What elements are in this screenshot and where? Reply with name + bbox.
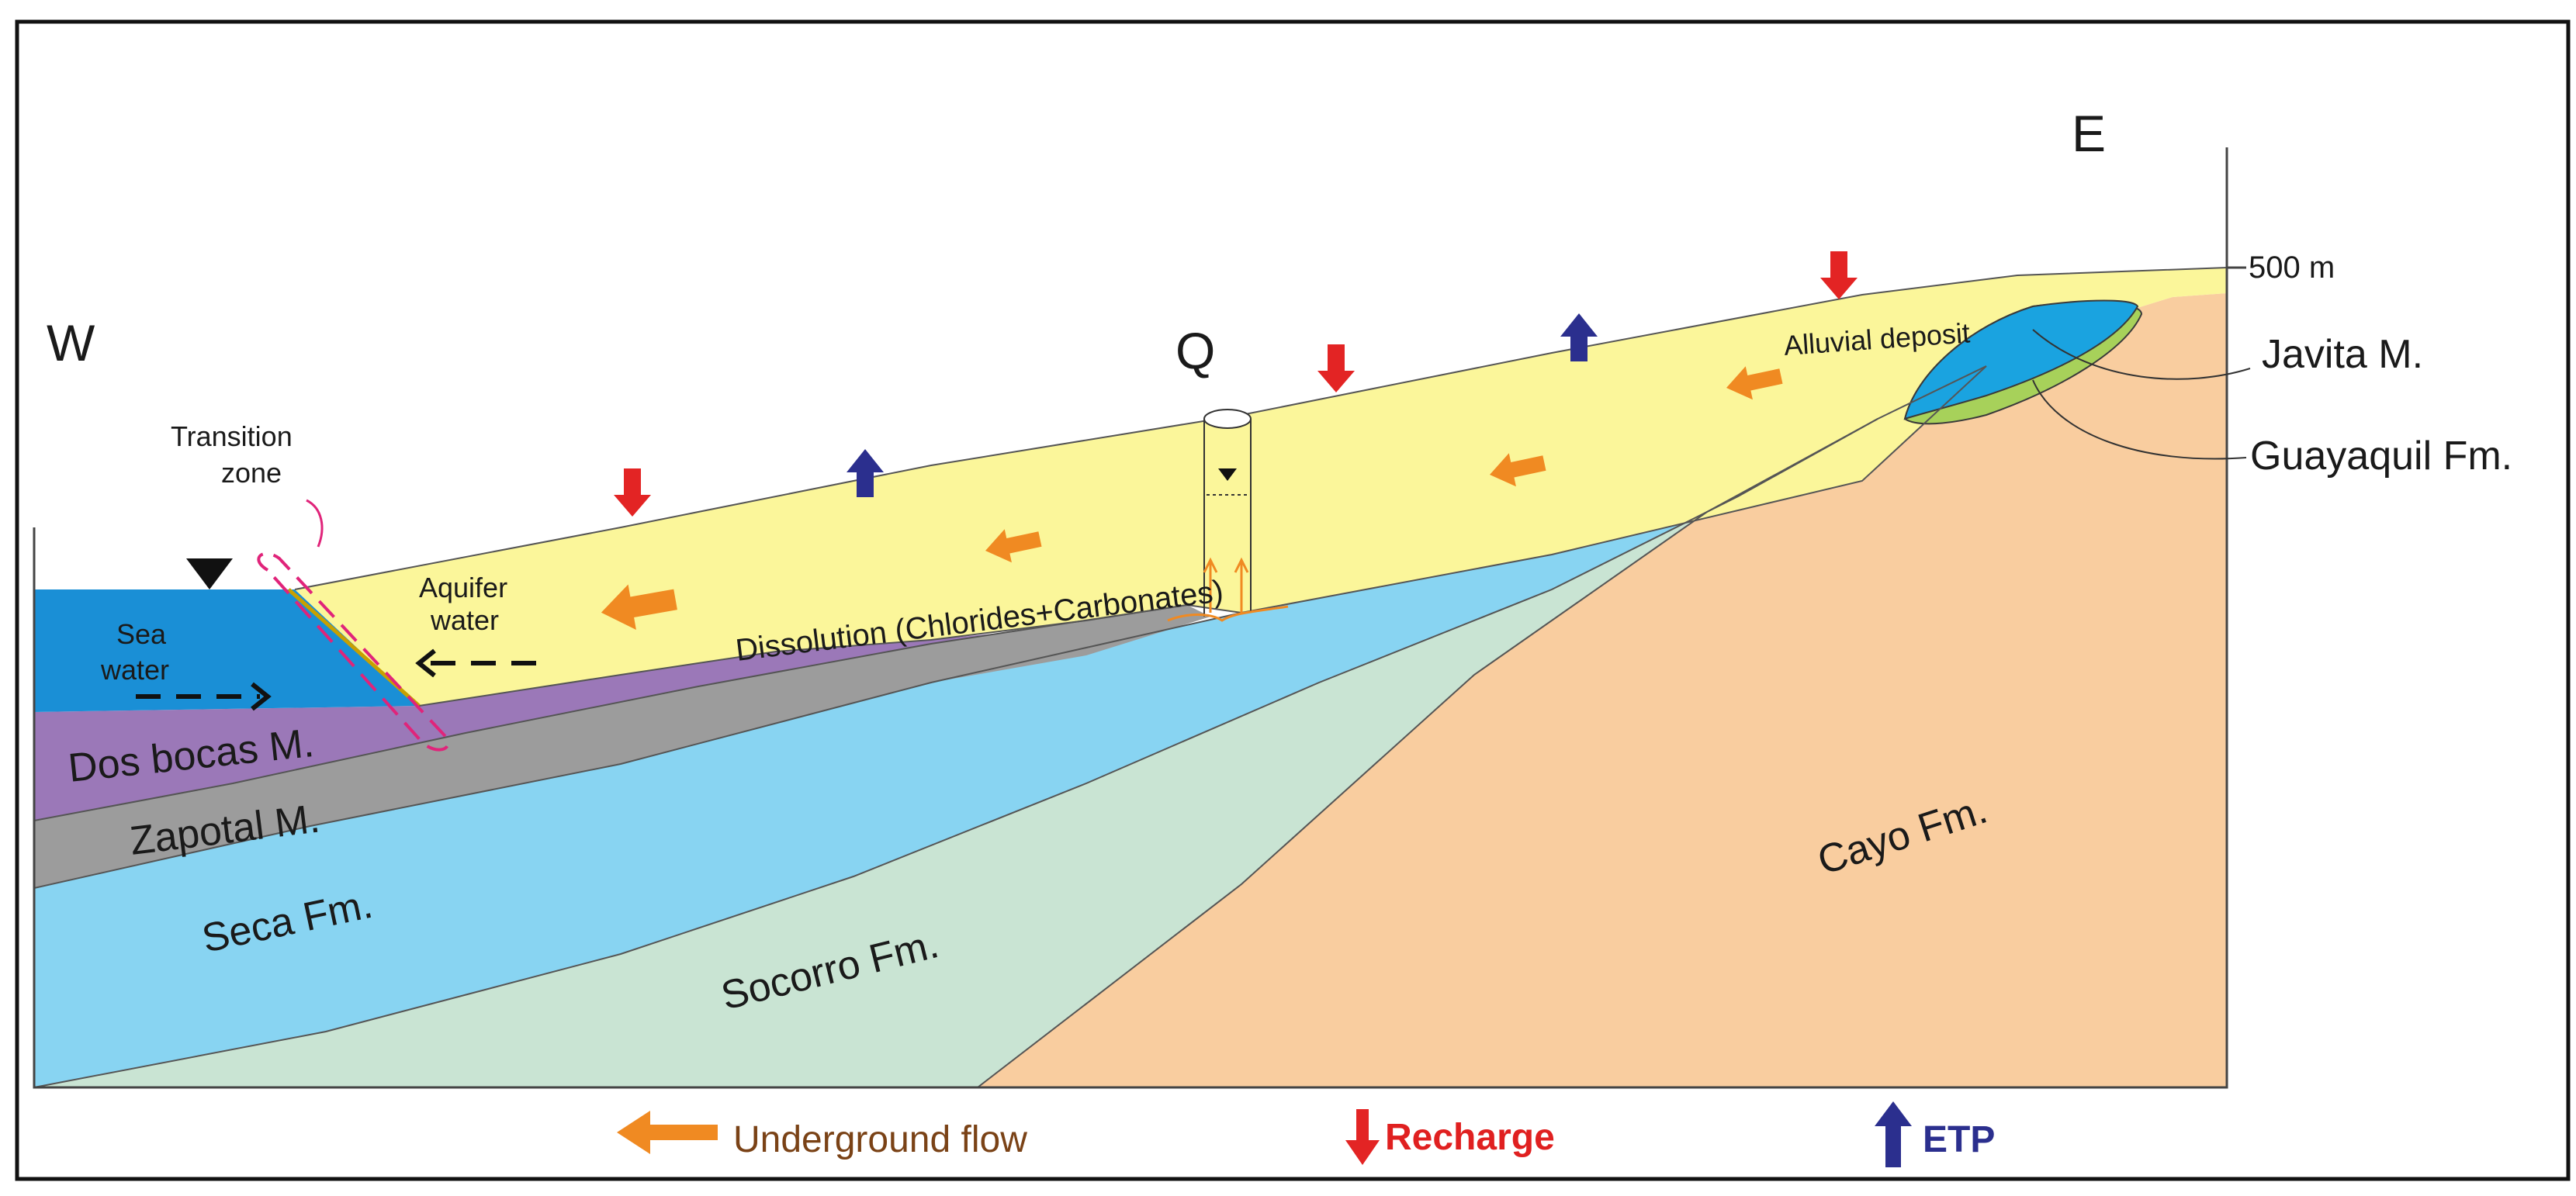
layer-boundaries	[33, 267, 2228, 1088]
legend: Underground flow Recharge ETP	[617, 1101, 1995, 1167]
recharge-icon	[1345, 1109, 1380, 1165]
section-outline	[33, 147, 2228, 1089]
well-label: Q	[1175, 322, 1215, 379]
guayaquil-label: Guayaquil Fm.	[2250, 434, 2512, 479]
transition-label-line1: Transition	[171, 420, 293, 452]
transition-label-line2: zone	[221, 457, 282, 489]
sea-water-label-line2: water	[100, 654, 169, 686]
aquifer-water-label-line2: water	[430, 604, 499, 636]
javita-leader-line	[2032, 329, 2251, 380]
socorro-formation-layer	[34, 361, 2017, 1087]
javita-label: Javita M.	[2262, 332, 2423, 377]
underground-flow-icon	[617, 1111, 718, 1154]
legend-underground-flow-label: Underground flow	[733, 1119, 1027, 1160]
elevation-label: 500 m	[2249, 251, 2335, 285]
legend-etp-label: ETP	[1923, 1119, 1995, 1160]
well-water-level-icon	[1218, 468, 1237, 481]
guayaquil-leader-line	[2032, 379, 2247, 460]
freshwater-flow-arrow	[415, 648, 543, 678]
sea-water-label-line1: Sea	[116, 618, 167, 650]
sea-level-icon	[186, 558, 233, 589]
east-label: E	[2072, 105, 2106, 162]
seawater-intrusion-arrow	[136, 682, 272, 711]
legend-underground-flow: Underground flow	[617, 1111, 1027, 1160]
west-label: W	[47, 314, 95, 372]
zapotal-member-layer	[34, 605, 1210, 888]
cayo-formation-layer	[978, 293, 2227, 1087]
well-q: Q	[1167, 322, 1289, 622]
seca-formation-layer	[34, 366, 1986, 1087]
legend-recharge-label: Recharge	[1385, 1117, 1555, 1158]
guayaquil-formation-lens	[1903, 299, 2139, 420]
etp-icon	[1875, 1101, 1912, 1167]
transition-zone: Transition zone	[171, 420, 450, 752]
aquifer-water-label-line1: Aquifer	[419, 572, 507, 603]
legend-etp: ETP	[1875, 1101, 1995, 1167]
legend-recharge: Recharge	[1345, 1109, 1555, 1165]
